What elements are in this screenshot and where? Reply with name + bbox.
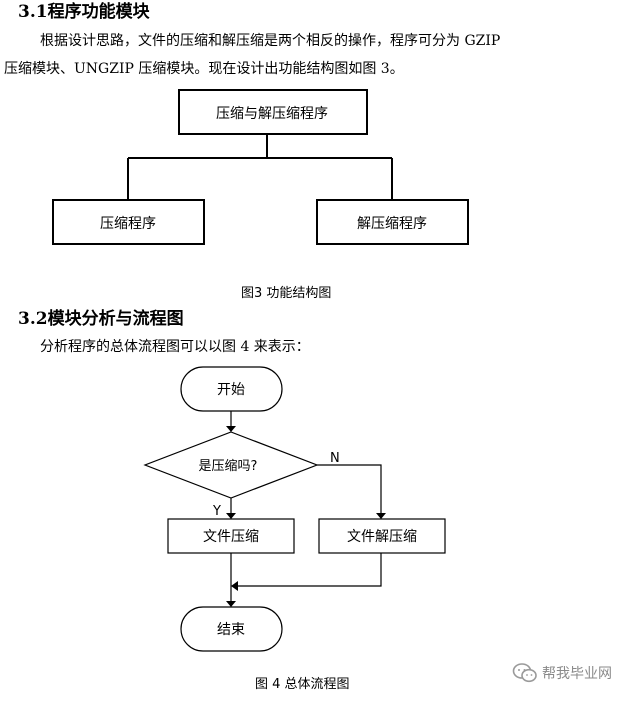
section-heading-3-1: 3.1程序功能模块 (18, 2, 150, 22)
figure-3-caption: 图3 功能结构图 (241, 286, 332, 301)
right-label: 解压缩程序 (357, 216, 427, 232)
root-box (178, 89, 368, 135)
no-label: N (330, 451, 340, 466)
watermark-text: 帮我毕业网 (542, 666, 612, 682)
decompress-label: 文件解压缩 (347, 529, 417, 545)
arrowhead-decompress (376, 513, 386, 519)
section-paragraph: 分析程序的总体流程图可以以图 4 来表示： (40, 339, 310, 355)
end-label: 结束 (217, 622, 245, 638)
right-box (316, 199, 469, 245)
end-terminal (180, 606, 283, 652)
watermark: 帮我毕业网 (512, 662, 612, 684)
wechat-icon (512, 662, 538, 684)
section-heading-3-2: 3.2模块分析与流程图 (18, 309, 184, 329)
arrowhead-compress (226, 513, 236, 519)
left-box (52, 199, 205, 245)
compress-label: 文件压缩 (203, 529, 259, 545)
decompress-box (318, 518, 446, 554)
arrowhead-merge (231, 581, 238, 591)
section-paragraph-line-1: 根据设计思路，文件的压缩和解压缩是两个相反的操作，程序可分为 GZIP (40, 33, 501, 49)
arrow-decompress-merge (238, 553, 382, 587)
start-label: 开始 (217, 382, 245, 398)
yes-label: Y (212, 504, 221, 519)
arrowhead-end (226, 601, 236, 607)
left-label: 压缩程序 (100, 216, 156, 232)
decision-label: 是压缩吗? (199, 458, 258, 474)
figure-4-caption: 图 4 总体流程图 (255, 677, 350, 692)
root-label: 压缩与解压缩程序 (216, 106, 328, 122)
arrow-decision-no (317, 464, 382, 513)
arrowhead-decision (226, 426, 236, 432)
section-paragraph-line-2: 压缩模块、UNGZIP 压缩模块。现在设计出功能结构图如图 3。 (4, 61, 404, 77)
